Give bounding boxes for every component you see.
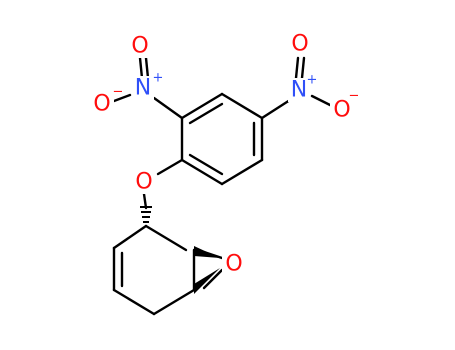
o-right-minus-symbol: O bbox=[333, 98, 350, 123]
o-ether-symbol: O bbox=[135, 170, 152, 195]
bond-nleft-otop bbox=[138, 56, 144, 80]
bond-c6-oether bbox=[156, 158, 184, 176]
bond-c11-c10 bbox=[112, 288, 156, 316]
bond-nleft-otop-double bbox=[144, 56, 150, 80]
bond-ring-double-3 bbox=[188, 153, 224, 176]
o-left-top-symbol: O bbox=[131, 34, 148, 59]
n-right-charge: + bbox=[307, 73, 318, 88]
bond-nright-ominus bbox=[310, 94, 334, 108]
o-right-minus-charge: − bbox=[349, 89, 360, 104]
bond-ring-double-1 bbox=[188, 102, 224, 125]
wedge-bond-c9-oepoxide bbox=[194, 268, 220, 294]
o-left-minus-symbol: O bbox=[93, 92, 110, 117]
atom-o-right-top: O bbox=[288, 32, 312, 57]
atom-o-right-minus: O − bbox=[330, 89, 359, 123]
bond-ring-c4-c5 bbox=[220, 158, 264, 186]
o-left-minus-charge: − bbox=[113, 85, 124, 100]
n-left-charge: + bbox=[153, 71, 164, 86]
bond-nright-otop-double bbox=[300, 56, 306, 80]
bond-ring-c1-c2 bbox=[180, 92, 224, 120]
bond-ring-c2-c3 bbox=[220, 92, 264, 120]
bond-c9-oepoxide bbox=[202, 268, 224, 290]
atom-n-left: N + bbox=[132, 71, 163, 101]
bond-c7-c12 bbox=[112, 224, 148, 250]
atom-o-left-top: O bbox=[128, 34, 152, 59]
hashed-wedge-bond bbox=[140, 206, 152, 223]
bond-c7-c8 bbox=[144, 224, 188, 252]
atom-o-left-minus: O − bbox=[90, 85, 123, 117]
bond-c8-oepoxide bbox=[202, 250, 224, 260]
o-epoxide-symbol: O bbox=[225, 252, 242, 277]
bond-c10-c9 bbox=[152, 288, 196, 316]
atom-n-right: N + bbox=[288, 73, 317, 103]
bond-nleft-ominus bbox=[112, 93, 132, 103]
atom-o-ether: O bbox=[132, 170, 156, 195]
o-right-top-symbol: O bbox=[291, 32, 308, 57]
bond-nright-otop bbox=[294, 56, 300, 80]
bond-c1-nleft bbox=[152, 96, 184, 120]
atom-o-epoxide: O bbox=[222, 252, 246, 277]
bond-oether-c7 bbox=[142, 192, 148, 210]
n-right-symbol: N bbox=[291, 78, 307, 103]
n-left-symbol: N bbox=[135, 76, 151, 101]
bond-ring-c5-c6 bbox=[180, 158, 224, 186]
bond-c3-nright bbox=[260, 98, 292, 120]
